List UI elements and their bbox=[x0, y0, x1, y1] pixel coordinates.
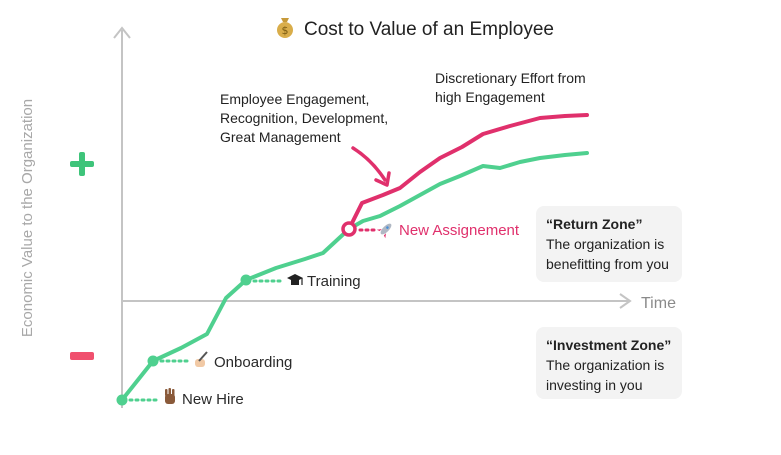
milestone-label-new-assignment: New Assignement bbox=[399, 222, 520, 239]
milestone-new-hire: New Hire bbox=[116, 388, 244, 408]
green-value-curve bbox=[120, 151, 589, 402]
return-zone-line-1: The organization is bbox=[546, 236, 665, 252]
writing-hand-icon bbox=[195, 351, 208, 367]
diagram-title: Cost to Value of an Employee bbox=[304, 19, 554, 40]
engagement-line-2: Recognition, Development, bbox=[220, 110, 388, 126]
discretionary-line-1: Discretionary Effort from bbox=[435, 70, 586, 86]
milestone-new-assignment: New Assignement bbox=[341, 221, 520, 239]
return-zone-box: “Return Zone” The organization is benefi… bbox=[536, 206, 682, 282]
axes: Time Economic Value to the Organization bbox=[19, 26, 676, 408]
return-zone-title: “Return Zone” bbox=[546, 216, 643, 232]
engagement-arrow bbox=[351, 146, 387, 182]
investment-zone-box: “Investment Zone” The organization is in… bbox=[536, 327, 682, 399]
milestone-label-new-hire: New Hire bbox=[182, 391, 244, 408]
engagement-line-3: Great Management bbox=[220, 129, 341, 145]
svg-text:$: $ bbox=[282, 24, 289, 37]
x-axis-label: Time bbox=[641, 295, 676, 312]
minus-icon bbox=[70, 352, 94, 360]
title-group: $ Cost to Value of an Employee bbox=[277, 18, 554, 40]
x-axis-arrowhead bbox=[619, 293, 632, 309]
y-axis-arrowhead bbox=[113, 26, 131, 39]
graduation-cap-icon bbox=[287, 274, 303, 285]
discretionary-annotation: Discretionary Effort from high Engagemen… bbox=[435, 70, 586, 105]
engagement-arrowhead bbox=[374, 171, 391, 187]
plus-icon bbox=[70, 152, 94, 176]
discretionary-line-2: high Engagement bbox=[435, 89, 545, 105]
waving-hand-icon bbox=[165, 388, 175, 404]
milestone-label-training: Training bbox=[307, 273, 361, 290]
milestone-onboarding: Onboarding bbox=[147, 351, 292, 371]
investment-zone-line-2: investing in you bbox=[546, 377, 643, 393]
milestone-label-onboarding: Onboarding bbox=[214, 354, 292, 371]
engagement-line-1: Employee Engagement, bbox=[220, 91, 369, 107]
money-bag-icon: $ bbox=[277, 18, 293, 38]
milestone-training: Training bbox=[240, 273, 361, 290]
investment-zone-title: “Investment Zone” bbox=[546, 337, 672, 353]
y-axis-label: Economic Value to the Organization bbox=[19, 99, 36, 337]
return-zone-line-2: benefitting from you bbox=[546, 256, 669, 272]
engagement-annotation: Employee Engagement, Recognition, Develo… bbox=[220, 91, 391, 187]
investment-zone-line-1: The organization is bbox=[546, 357, 665, 373]
pink-engagement-curve bbox=[347, 113, 589, 231]
rocket-icon bbox=[376, 223, 392, 239]
